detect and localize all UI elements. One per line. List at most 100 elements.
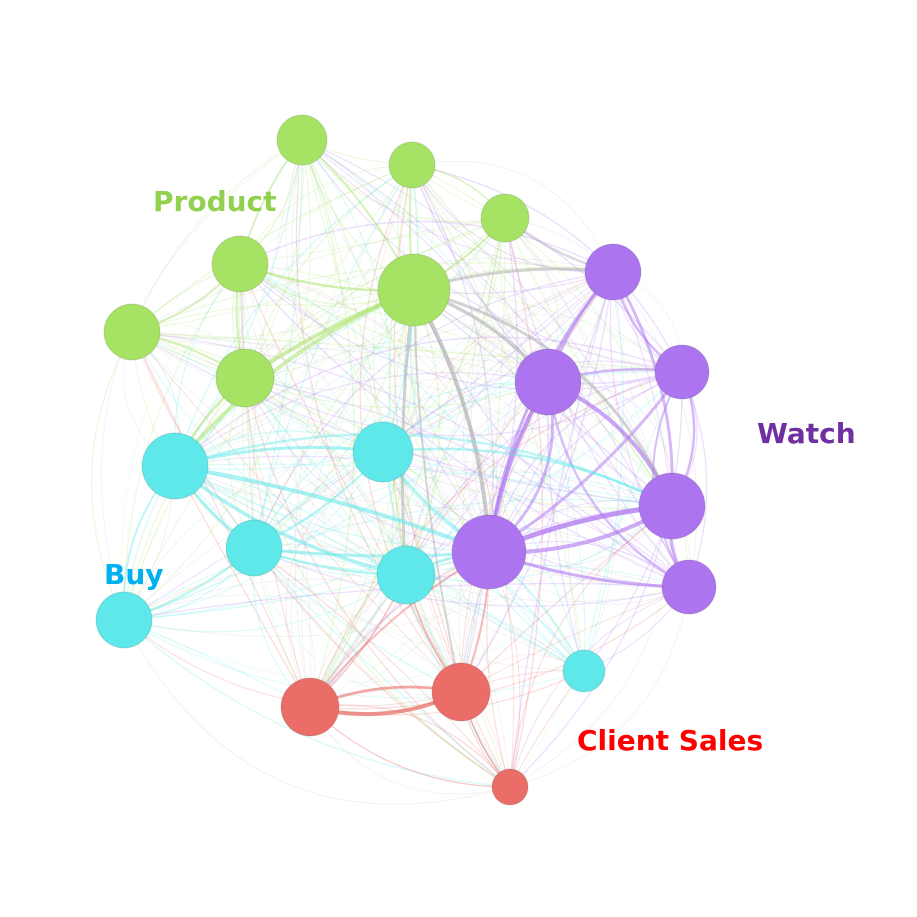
edge-faint — [253, 139, 303, 549]
node-watch — [584, 243, 642, 301]
edge-faint — [253, 217, 506, 549]
edge-faint — [244, 371, 683, 437]
edge-faint — [239, 263, 490, 553]
node-product — [211, 235, 269, 293]
edge-faint — [239, 263, 312, 708]
edge-faint — [174, 289, 415, 467]
edge-faint — [301, 139, 673, 507]
edge-faint — [405, 289, 441, 576]
edge-faint — [244, 377, 407, 576]
edge-faint — [509, 505, 673, 788]
edge-faint — [609, 271, 690, 588]
node-buy — [225, 519, 283, 577]
node-client-sales — [280, 677, 340, 737]
edge-faint — [253, 289, 415, 549]
edge-faint — [244, 377, 690, 588]
edge-strong — [413, 289, 462, 693]
edge-strong — [173, 288, 416, 468]
edge-faint — [504, 217, 619, 672]
cluster-label-client-sales: Client Sales — [577, 724, 764, 757]
edge-faint — [131, 139, 303, 333]
edge-faint — [301, 139, 683, 373]
edge-faint — [131, 304, 549, 383]
edge-faint — [460, 271, 614, 693]
edge-faint — [123, 551, 490, 621]
edge-faint — [123, 371, 683, 621]
edge-faint — [174, 465, 585, 672]
edge-faint — [567, 271, 614, 672]
edge-faint — [301, 139, 407, 576]
edge-faint — [460, 381, 550, 693]
edge-faint — [411, 164, 585, 672]
edge-faint — [509, 371, 683, 788]
edge-faint — [286, 139, 384, 453]
edge-faint — [398, 271, 614, 693]
edge-faint — [294, 164, 413, 708]
edge-faint — [174, 455, 690, 588]
edge-faint — [411, 164, 673, 507]
edge-faint — [174, 289, 415, 467]
edge-faint — [253, 547, 462, 693]
edge-faint — [484, 217, 585, 672]
edge-faint — [174, 336, 683, 467]
edge-faint — [301, 139, 673, 507]
node-client-sales — [491, 768, 529, 806]
edge-faint — [174, 372, 549, 467]
edge-faint — [295, 139, 462, 693]
edge-faint — [309, 289, 417, 708]
edge-faint — [488, 371, 683, 553]
edge-faint — [253, 547, 511, 788]
edge-faint — [488, 271, 614, 553]
edge-faint — [382, 451, 673, 507]
node-buy — [376, 545, 436, 605]
edge-faint — [244, 139, 304, 379]
edge-faint — [131, 217, 506, 333]
edge-faint — [253, 164, 413, 549]
edge-faint — [681, 371, 708, 588]
node-watch — [451, 514, 527, 590]
edge-faint — [131, 164, 413, 333]
edge-faint — [309, 164, 530, 708]
edge-faint — [252, 139, 303, 549]
edge-faint — [131, 331, 462, 693]
edge-faint — [301, 139, 355, 708]
edge-faint — [583, 271, 624, 672]
edge-faint — [174, 217, 506, 467]
edge-strong — [173, 464, 491, 554]
edge-faint — [239, 263, 311, 708]
edge-faint — [174, 465, 490, 553]
edge-faint — [309, 586, 690, 710]
edge-faint — [253, 547, 511, 788]
edge-faint — [123, 505, 673, 637]
edge-faint — [244, 377, 690, 588]
edge-faint — [612, 271, 697, 588]
edge-faint — [253, 547, 690, 607]
edge-faint — [301, 139, 549, 383]
edge-faint — [382, 451, 673, 507]
node-product — [388, 141, 436, 189]
edge-faint — [392, 289, 462, 693]
edge-faint — [409, 289, 690, 588]
edge-faint — [309, 217, 506, 708]
edge-faint — [301, 139, 506, 223]
edge-faint — [174, 257, 614, 467]
edge-faint — [239, 217, 506, 265]
edge-faint — [239, 263, 384, 453]
edge-faint — [460, 505, 673, 693]
edge-faint — [253, 271, 614, 549]
edge-faint — [123, 371, 683, 683]
edge-faint — [244, 271, 614, 391]
edge-faint — [504, 217, 673, 507]
node-buy — [562, 649, 606, 693]
edge-faint — [411, 160, 614, 273]
edge-faint — [123, 574, 407, 633]
edge-faint — [239, 263, 462, 693]
edge-faint — [411, 164, 683, 373]
edge-faint — [131, 331, 690, 588]
edge-faint — [174, 271, 614, 471]
edge-faint — [239, 263, 585, 672]
edge-faint — [121, 164, 413, 621]
edge-faint — [239, 263, 549, 383]
edge-faint — [253, 547, 462, 695]
